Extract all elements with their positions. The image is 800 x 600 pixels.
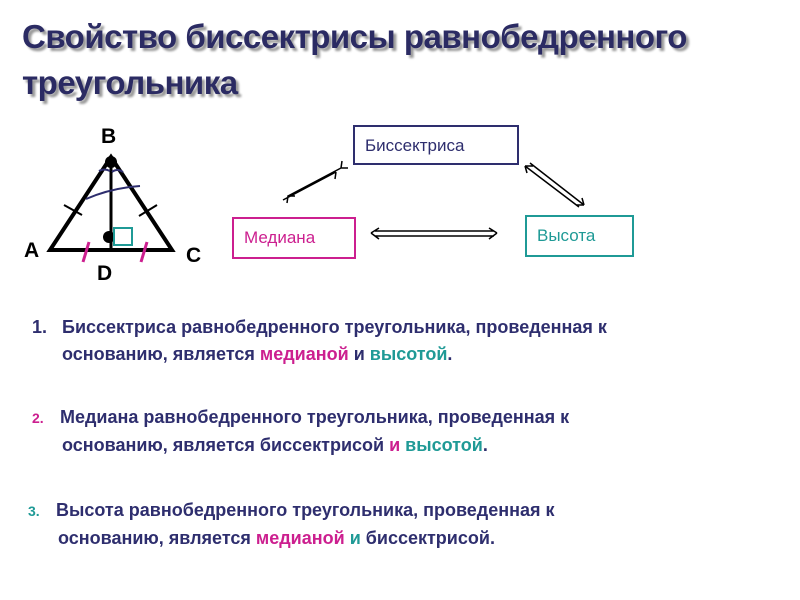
property-3-line1: Высота равнобедренного треугольника, про… bbox=[56, 500, 555, 520]
property-1-and: и bbox=[348, 344, 370, 364]
property-3: 3. Высота равнобедренного треугольника, п… bbox=[28, 497, 555, 552]
property-2-term-bisector: биссектрисой bbox=[259, 435, 385, 455]
label-a: A bbox=[24, 239, 39, 262]
property-2-line1: Медиана равнобедренного треугольника, пр… bbox=[60, 407, 570, 427]
property-1-number: 1. bbox=[32, 317, 48, 337]
foot-d-dot bbox=[103, 231, 115, 243]
median-box: Медиана bbox=[232, 217, 356, 259]
property-1-line2-start: основанию, является bbox=[62, 344, 260, 364]
height-box: Высота bbox=[525, 215, 634, 257]
arrow-bisector-height bbox=[524, 162, 585, 208]
arrow-median-bisector bbox=[282, 160, 348, 204]
property-1-end: . bbox=[447, 344, 453, 364]
arrow-median-height bbox=[370, 227, 498, 240]
vertex-b-dot bbox=[105, 156, 117, 168]
angle-arc-right bbox=[111, 169, 124, 173]
base-half-left-tick bbox=[81, 241, 91, 263]
property-1-line1: Биссектриса равнобедренного треугольника… bbox=[62, 317, 607, 337]
property-3-line2-start: основанию, является bbox=[58, 528, 256, 548]
property-2-line2-start: основанию, является bbox=[62, 435, 260, 455]
right-angle-mark bbox=[113, 227, 133, 246]
property-3-term-median: медианой bbox=[255, 528, 345, 548]
property-3-number: 3. bbox=[28, 503, 40, 519]
property-2: 2. Медиана равнобедренного треугольника, … bbox=[32, 404, 569, 459]
base-half-right-tick bbox=[139, 241, 149, 263]
property-1-term-height: высотой bbox=[369, 344, 448, 364]
property-3-and: и bbox=[344, 528, 366, 548]
property-1-term-median: медианой bbox=[259, 344, 349, 364]
property-2-and: и bbox=[384, 435, 406, 455]
title-line-1: Свойство биссектрисы равнобедренного bbox=[22, 18, 687, 55]
label-c: C bbox=[186, 244, 201, 267]
property-2-term-height: высотой bbox=[405, 435, 483, 455]
property-3-term-bisector: биссектрисой bbox=[365, 528, 490, 548]
bisector-box: Биссектриса bbox=[353, 125, 519, 165]
property-2-number: 2. bbox=[32, 410, 44, 426]
property-2-end: . bbox=[482, 435, 488, 455]
title-line-2: треугольника bbox=[22, 64, 238, 101]
slide-title: Свойство биссектрисы равнобедренного тре… bbox=[22, 14, 792, 106]
angle-arc-lower bbox=[85, 185, 141, 200]
property-1: 1. Биссектриса равнобедренного треугольни… bbox=[32, 314, 607, 368]
side-ab-tick bbox=[63, 204, 83, 216]
triangle-diagram: B A C D bbox=[24, 125, 585, 285]
label-b: B bbox=[101, 125, 116, 148]
label-d: D bbox=[97, 262, 112, 285]
angle-arc-left bbox=[98, 168, 111, 172]
side-bc-tick bbox=[138, 204, 158, 217]
property-3-end: . bbox=[489, 528, 495, 548]
